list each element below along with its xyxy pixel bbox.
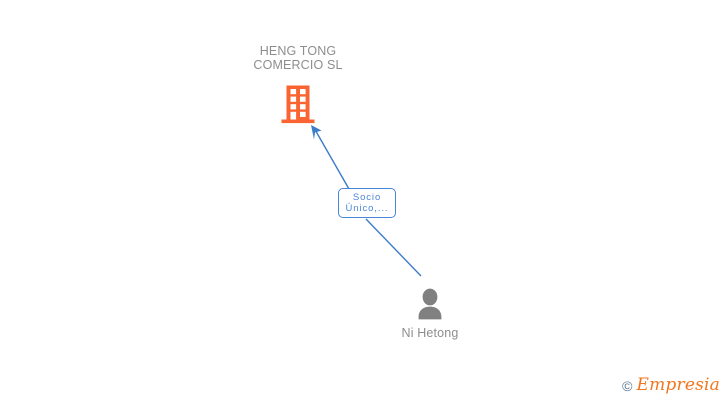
copyright-icon: © — [622, 377, 633, 394]
edge-person-to-relation — [365, 218, 422, 277]
person-node[interactable]: Ni Hetong — [350, 285, 510, 340]
person-icon-wrap — [350, 285, 510, 321]
relation-label-box[interactable]: Socio Único,... — [338, 188, 396, 218]
person-icon — [418, 288, 442, 320]
brand-name: Empresia — [636, 375, 720, 395]
relation-label-line-2: Único,... — [345, 203, 389, 214]
company-node[interactable]: HENG TONG COMERCIO SL — [216, 44, 380, 126]
building-icon — [281, 85, 315, 124]
watermark: © Empresia — [622, 377, 720, 394]
person-label: Ni Hetong — [401, 326, 459, 340]
company-title: HENG TONG COMERCIO SL — [253, 44, 343, 72]
company-icon-wrap — [216, 84, 380, 126]
relation-label-line-1: Socio — [352, 192, 382, 203]
arrowhead-icon — [311, 125, 322, 140]
edge-relation-to-company — [314, 130, 350, 190]
